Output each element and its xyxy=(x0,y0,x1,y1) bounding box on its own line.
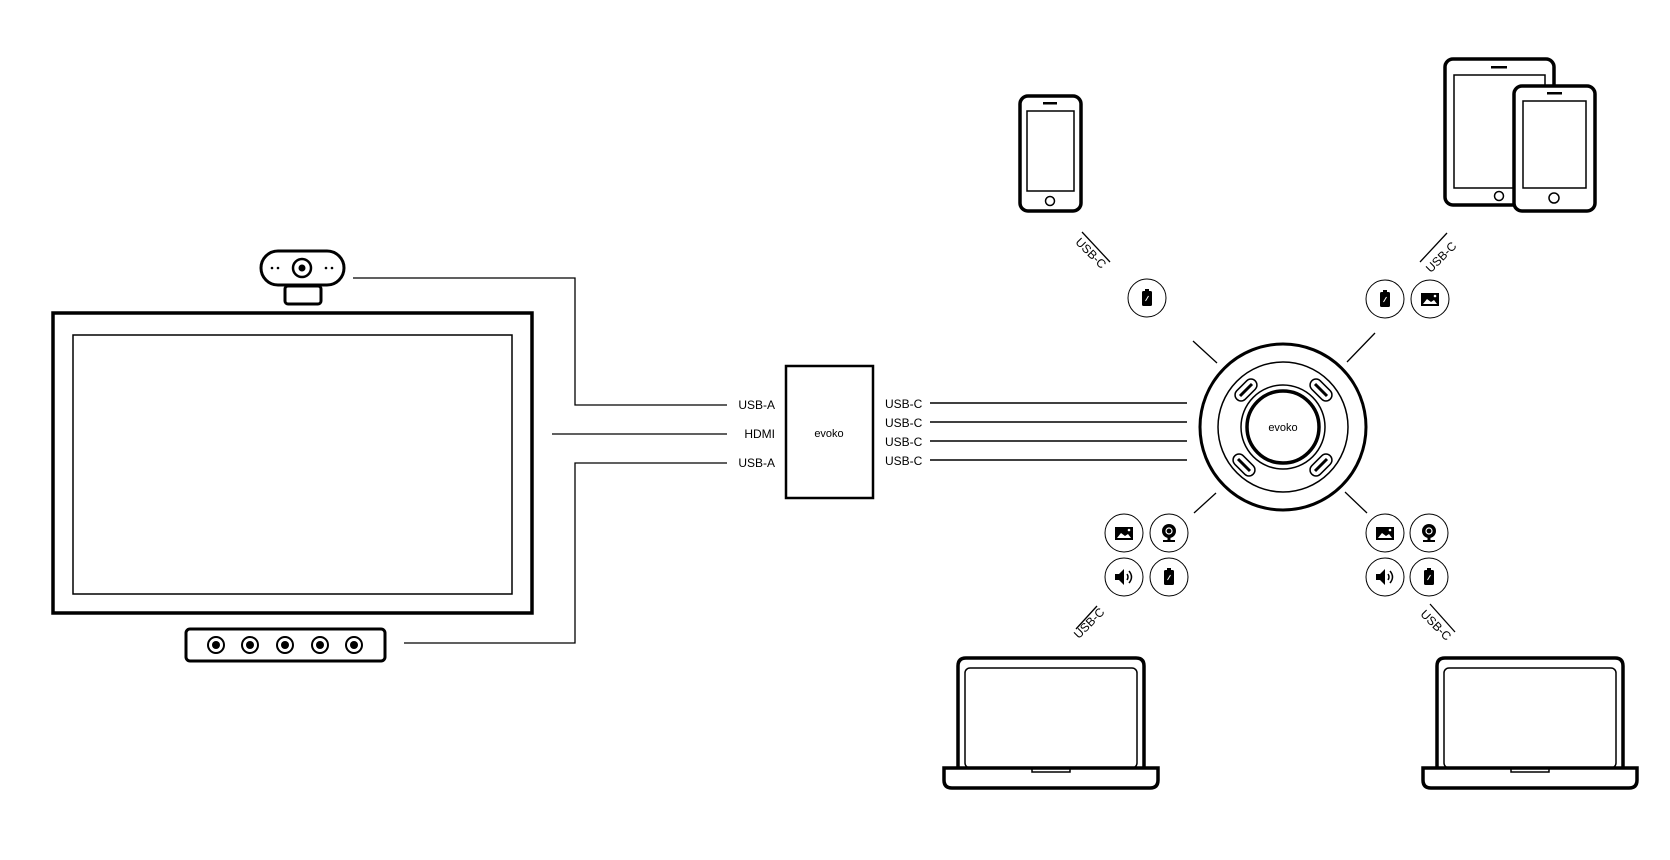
cable-webcam xyxy=(353,277,727,406)
port-label-usb-c: USB-C xyxy=(885,435,923,449)
device-port-label: USB-C xyxy=(1423,239,1460,276)
port-label-usb-c: USB-C xyxy=(885,454,923,468)
laptop xyxy=(1421,656,1639,790)
port-label-usb-a: USB-A xyxy=(738,398,775,412)
cable-soundbar xyxy=(404,462,727,644)
smartphone xyxy=(1512,84,1597,213)
image-icon xyxy=(1115,527,1133,540)
port-label-usb-c: USB-C xyxy=(885,416,923,430)
icons-bottom-right xyxy=(1365,513,1449,597)
battery-charging-icon xyxy=(1141,288,1153,307)
puck-connector-ticks xyxy=(1192,332,1376,514)
icons-top-right xyxy=(1365,279,1450,319)
port-label-hdmi: HDMI xyxy=(744,427,775,441)
device-port-label: USB-C xyxy=(1073,235,1110,272)
battery-charging-icon xyxy=(1423,567,1435,586)
image-icon xyxy=(1421,293,1439,306)
port-label-usb-c: USB-C xyxy=(885,397,923,411)
image-icon xyxy=(1376,527,1394,540)
evoko-puck: evoko xyxy=(1198,342,1368,512)
icons-bottom-left xyxy=(1104,513,1189,597)
icons-top-left xyxy=(1127,278,1167,318)
device-port-label: USB-C xyxy=(1071,605,1108,642)
port-label-usb-a: USB-A xyxy=(738,456,775,470)
puck-brand: evoko xyxy=(1268,422,1297,434)
display-monitor xyxy=(51,311,534,615)
hub-brand: evoko xyxy=(814,428,843,440)
smartphone xyxy=(1018,94,1083,213)
soundbar xyxy=(184,627,387,663)
evoko-hub-box: evoko xyxy=(784,364,875,500)
webcam xyxy=(259,249,346,306)
laptop xyxy=(942,656,1160,790)
battery-charging-icon xyxy=(1163,567,1175,586)
battery-charging-icon xyxy=(1379,289,1391,308)
usb-c-cables xyxy=(930,402,1187,461)
